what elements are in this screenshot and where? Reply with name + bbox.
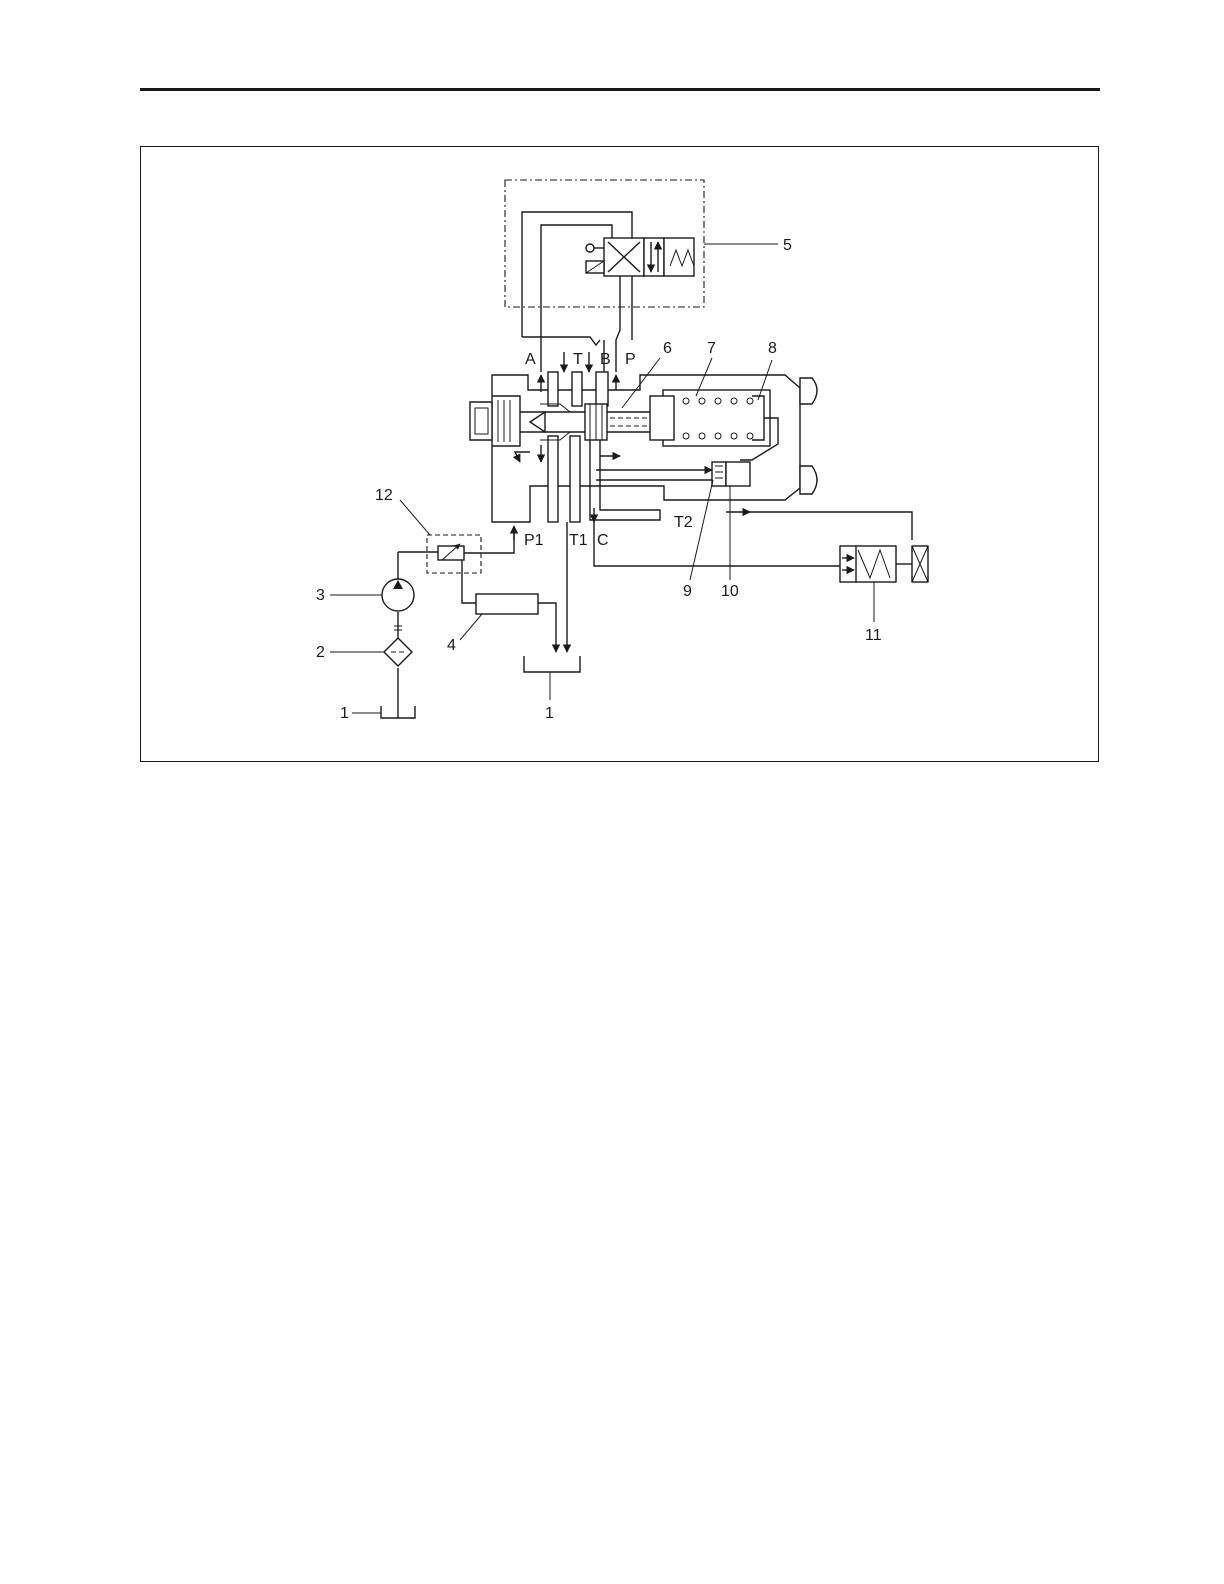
callout-7: 7	[707, 340, 716, 357]
component-11	[840, 546, 928, 622]
callout-1-left: 1	[340, 705, 349, 722]
callout-2: 2	[316, 644, 325, 661]
callout-11: 11	[865, 627, 882, 644]
callout-5: 5	[783, 237, 792, 254]
callout-10: 10	[721, 583, 739, 600]
callout-12: 12	[375, 487, 393, 504]
port-label-p: P	[625, 351, 636, 368]
c-line	[594, 520, 840, 566]
port-label-p1: P1	[524, 532, 544, 549]
callout-8: 8	[768, 340, 777, 357]
port-label-t1: T1	[569, 532, 588, 549]
main-valve-body	[470, 352, 817, 522]
t2-line	[726, 512, 912, 540]
port-label-a: A	[525, 351, 536, 368]
port-label-c: C	[597, 532, 609, 549]
callout-3: 3	[316, 587, 325, 604]
callout-4: 4	[447, 637, 456, 654]
callout-1-center: 1	[545, 705, 554, 722]
port-label-t2: T2	[674, 514, 693, 531]
callout-9: 9	[683, 583, 692, 600]
callout-6: 6	[663, 340, 672, 357]
leader-9	[690, 480, 713, 580]
port-label-t: T	[573, 351, 583, 368]
solenoid-valve-enclosure	[505, 180, 704, 372]
port-label-b: B	[600, 351, 611, 368]
